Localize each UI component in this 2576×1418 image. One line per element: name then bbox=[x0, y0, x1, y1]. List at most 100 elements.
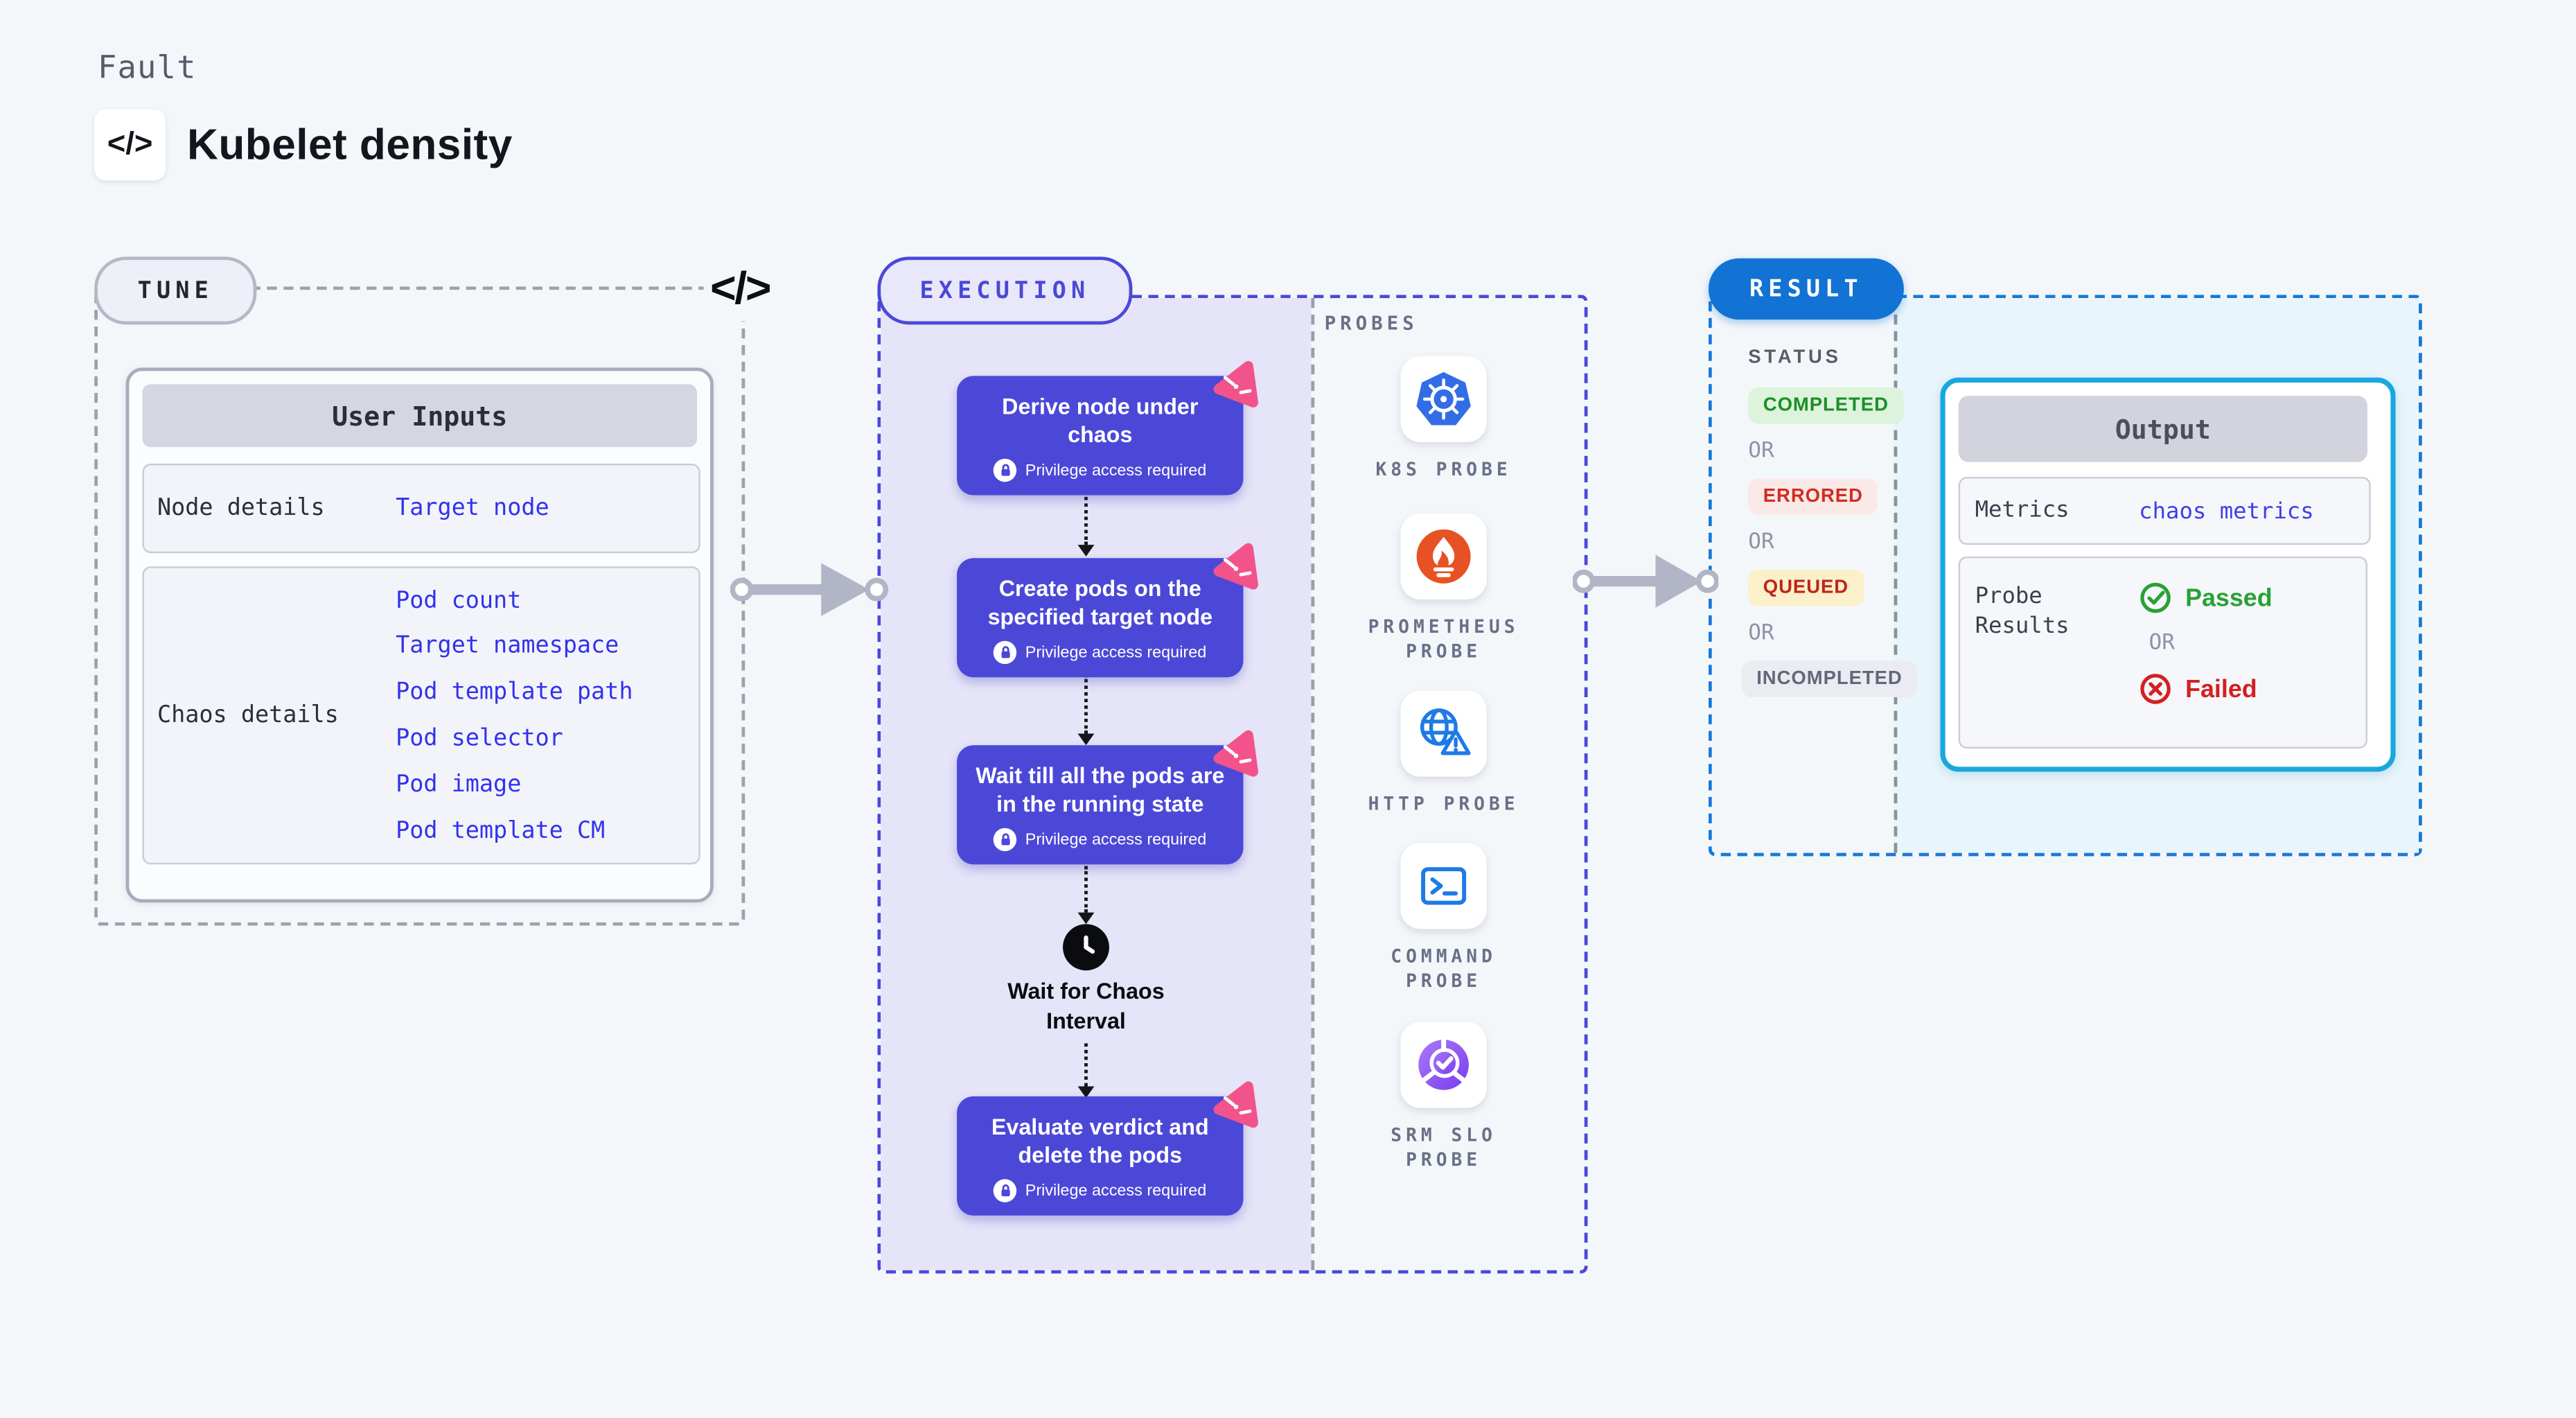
tune-pill: TUNE bbox=[94, 256, 257, 325]
link-pod-template-path[interactable]: Pod template path bbox=[396, 679, 633, 706]
execution-pill: EXECUTION bbox=[877, 256, 1133, 325]
flow-arrowhead bbox=[1077, 1086, 1095, 1098]
or-separator: OR bbox=[1748, 529, 1774, 555]
slo-pie-check-icon bbox=[1400, 1022, 1487, 1108]
privilege-note: Privilege access required bbox=[970, 1179, 1230, 1202]
page-title: Kubelet density bbox=[187, 119, 513, 169]
probe-http: HTTP PROBE bbox=[1327, 690, 1560, 818]
probes-divider-line bbox=[1311, 298, 1315, 1270]
code-glyph: </> bbox=[107, 126, 153, 161]
probe-results-label: Probe Results bbox=[1975, 583, 2070, 640]
status-badge-completed: COMPLETED bbox=[1748, 387, 1904, 424]
tune-section-box bbox=[94, 286, 746, 926]
link-pod-count[interactable]: Pod count bbox=[396, 587, 522, 614]
link-pod-image[interactable]: Pod image bbox=[396, 771, 522, 798]
or-separator: OR bbox=[2149, 631, 2175, 656]
probe-label: K8S PROBE bbox=[1375, 458, 1512, 480]
flow-connector bbox=[1084, 485, 1088, 545]
step-title: Create pods on the specified target node bbox=[987, 576, 1213, 629]
status-badge-queued: QUEUED bbox=[1748, 569, 1864, 606]
privilege-note-text: Privilege access required bbox=[1025, 1181, 1207, 1200]
flow-arrowhead bbox=[1077, 912, 1095, 925]
probe-label: PROMETHEUS PROBE bbox=[1368, 615, 1519, 663]
probe-prometheus: PROMETHEUS PROBE bbox=[1327, 513, 1560, 665]
step-title: Evaluate verdict and delete the pods bbox=[991, 1114, 1209, 1168]
link-target-namespace[interactable]: Target namespace bbox=[396, 633, 619, 660]
flow-connector bbox=[1084, 674, 1088, 734]
user-inputs-header: User Inputs bbox=[142, 384, 697, 448]
chaos-experiment-icon bbox=[1213, 1081, 1258, 1128]
passed-text: Passed bbox=[2185, 584, 2273, 612]
metrics-row: Metrics chaos metrics bbox=[1958, 477, 2371, 545]
metrics-label: Metrics bbox=[1975, 497, 2070, 525]
fault-code-icon: </> bbox=[94, 109, 166, 181]
tune-code-icon: </> bbox=[703, 254, 777, 322]
link-pod-selector[interactable]: Pod selector bbox=[396, 725, 563, 752]
status-label: STATUS bbox=[1748, 347, 1842, 368]
probe-command: COMMAND PROBE bbox=[1327, 843, 1560, 995]
privilege-note-text: Privilege access required bbox=[1025, 461, 1207, 480]
flow-arrowhead bbox=[1077, 545, 1095, 557]
step-derive-node: Derive node under chaos Privilege access… bbox=[957, 360, 1258, 496]
flow-connector bbox=[1084, 866, 1088, 913]
passed-verdict: Passed bbox=[2139, 581, 2273, 615]
step-title: Wait till all the pods are in the runnin… bbox=[976, 763, 1225, 817]
chaos-details-label: Chaos details bbox=[157, 702, 339, 729]
step-evaluate-verdict: Evaluate verdict and delete the pods Pri… bbox=[957, 1081, 1258, 1216]
terminal-icon bbox=[1400, 843, 1487, 929]
lock-icon bbox=[994, 828, 1017, 852]
privilege-note: Privilege access required bbox=[970, 828, 1230, 852]
node-details-label: Node details bbox=[157, 495, 325, 522]
step-title: Derive node under chaos bbox=[1002, 394, 1199, 448]
lock-icon bbox=[994, 1179, 1017, 1202]
lock-icon bbox=[994, 640, 1017, 665]
status-column: STATUS COMPLETED OR ERRORED OR QUEUED OR… bbox=[1735, 347, 1918, 697]
privilege-note: Privilege access required bbox=[970, 640, 1230, 665]
failed-text: Failed bbox=[2185, 674, 2257, 703]
chaos-experiment-icon bbox=[1213, 360, 1258, 408]
check-circle-icon bbox=[2140, 582, 2171, 613]
clock-icon bbox=[1063, 924, 1109, 971]
lock-icon bbox=[994, 458, 1017, 482]
failed-verdict: Failed bbox=[2139, 672, 2272, 706]
link-target-node[interactable]: Target node bbox=[396, 495, 549, 522]
chaos-details-row: Chaos details Pod count Target namespace… bbox=[142, 566, 700, 865]
flow-connector bbox=[1084, 1043, 1088, 1087]
output-header: Output bbox=[1958, 396, 2367, 462]
x-circle-icon bbox=[2140, 674, 2171, 704]
fault-eyebrow: Fault bbox=[97, 49, 197, 87]
probe-k8s: K8S PROBE bbox=[1327, 356, 1560, 484]
output-card: Output Metrics chaos metrics Probe Resul… bbox=[1940, 377, 2396, 772]
status-badge-errored: ERRORED bbox=[1748, 478, 1878, 516]
probe-label: HTTP PROBE bbox=[1368, 793, 1519, 815]
status-badge-incompleted: INCOMPLETED bbox=[1741, 660, 1918, 697]
or-separator: OR bbox=[1748, 621, 1774, 646]
privilege-note-text: Privilege access required bbox=[1025, 643, 1207, 662]
chaos-experiment-icon bbox=[1213, 730, 1258, 777]
step-create-pods: Create pods on the specified target node… bbox=[957, 543, 1258, 678]
probes-section-label: PROBES bbox=[1324, 311, 1418, 335]
or-separator: OR bbox=[1748, 439, 1774, 464]
arrow-execution-to-result bbox=[1572, 554, 1719, 608]
globe-warning-icon bbox=[1400, 690, 1487, 777]
result-divider-line bbox=[1894, 298, 1898, 853]
kubernetes-icon bbox=[1400, 356, 1487, 442]
link-pod-template-cm[interactable]: Pod template CM bbox=[396, 817, 606, 844]
probe-results-row: Probe Results Passed OR Failed bbox=[1958, 556, 2367, 749]
result-pill: RESULT bbox=[1708, 258, 1904, 320]
flow-arrowhead bbox=[1077, 733, 1095, 746]
step-wait-pods-running: Wait till all the pods are in the runnin… bbox=[957, 730, 1258, 865]
probe-label: COMMAND PROBE bbox=[1391, 945, 1497, 992]
probe-srm-slo: SRM SLO PROBE bbox=[1327, 1022, 1560, 1173]
user-inputs-card: User Inputs Node details Target node Cha… bbox=[125, 367, 714, 903]
probe-label: SRM SLO PROBE bbox=[1391, 1124, 1497, 1171]
arrow-tune-to-execution bbox=[730, 563, 889, 616]
wait-for-chaos-interval-label: Wait for Chaos Interval bbox=[1007, 979, 1165, 1033]
privilege-note: Privilege access required bbox=[970, 458, 1230, 482]
chaos-metrics-link[interactable]: chaos metrics bbox=[2139, 498, 2314, 525]
privilege-note-text: Privilege access required bbox=[1025, 830, 1207, 849]
chaos-experiment-icon bbox=[1213, 543, 1258, 590]
node-details-row: Node details Target node bbox=[142, 464, 700, 554]
